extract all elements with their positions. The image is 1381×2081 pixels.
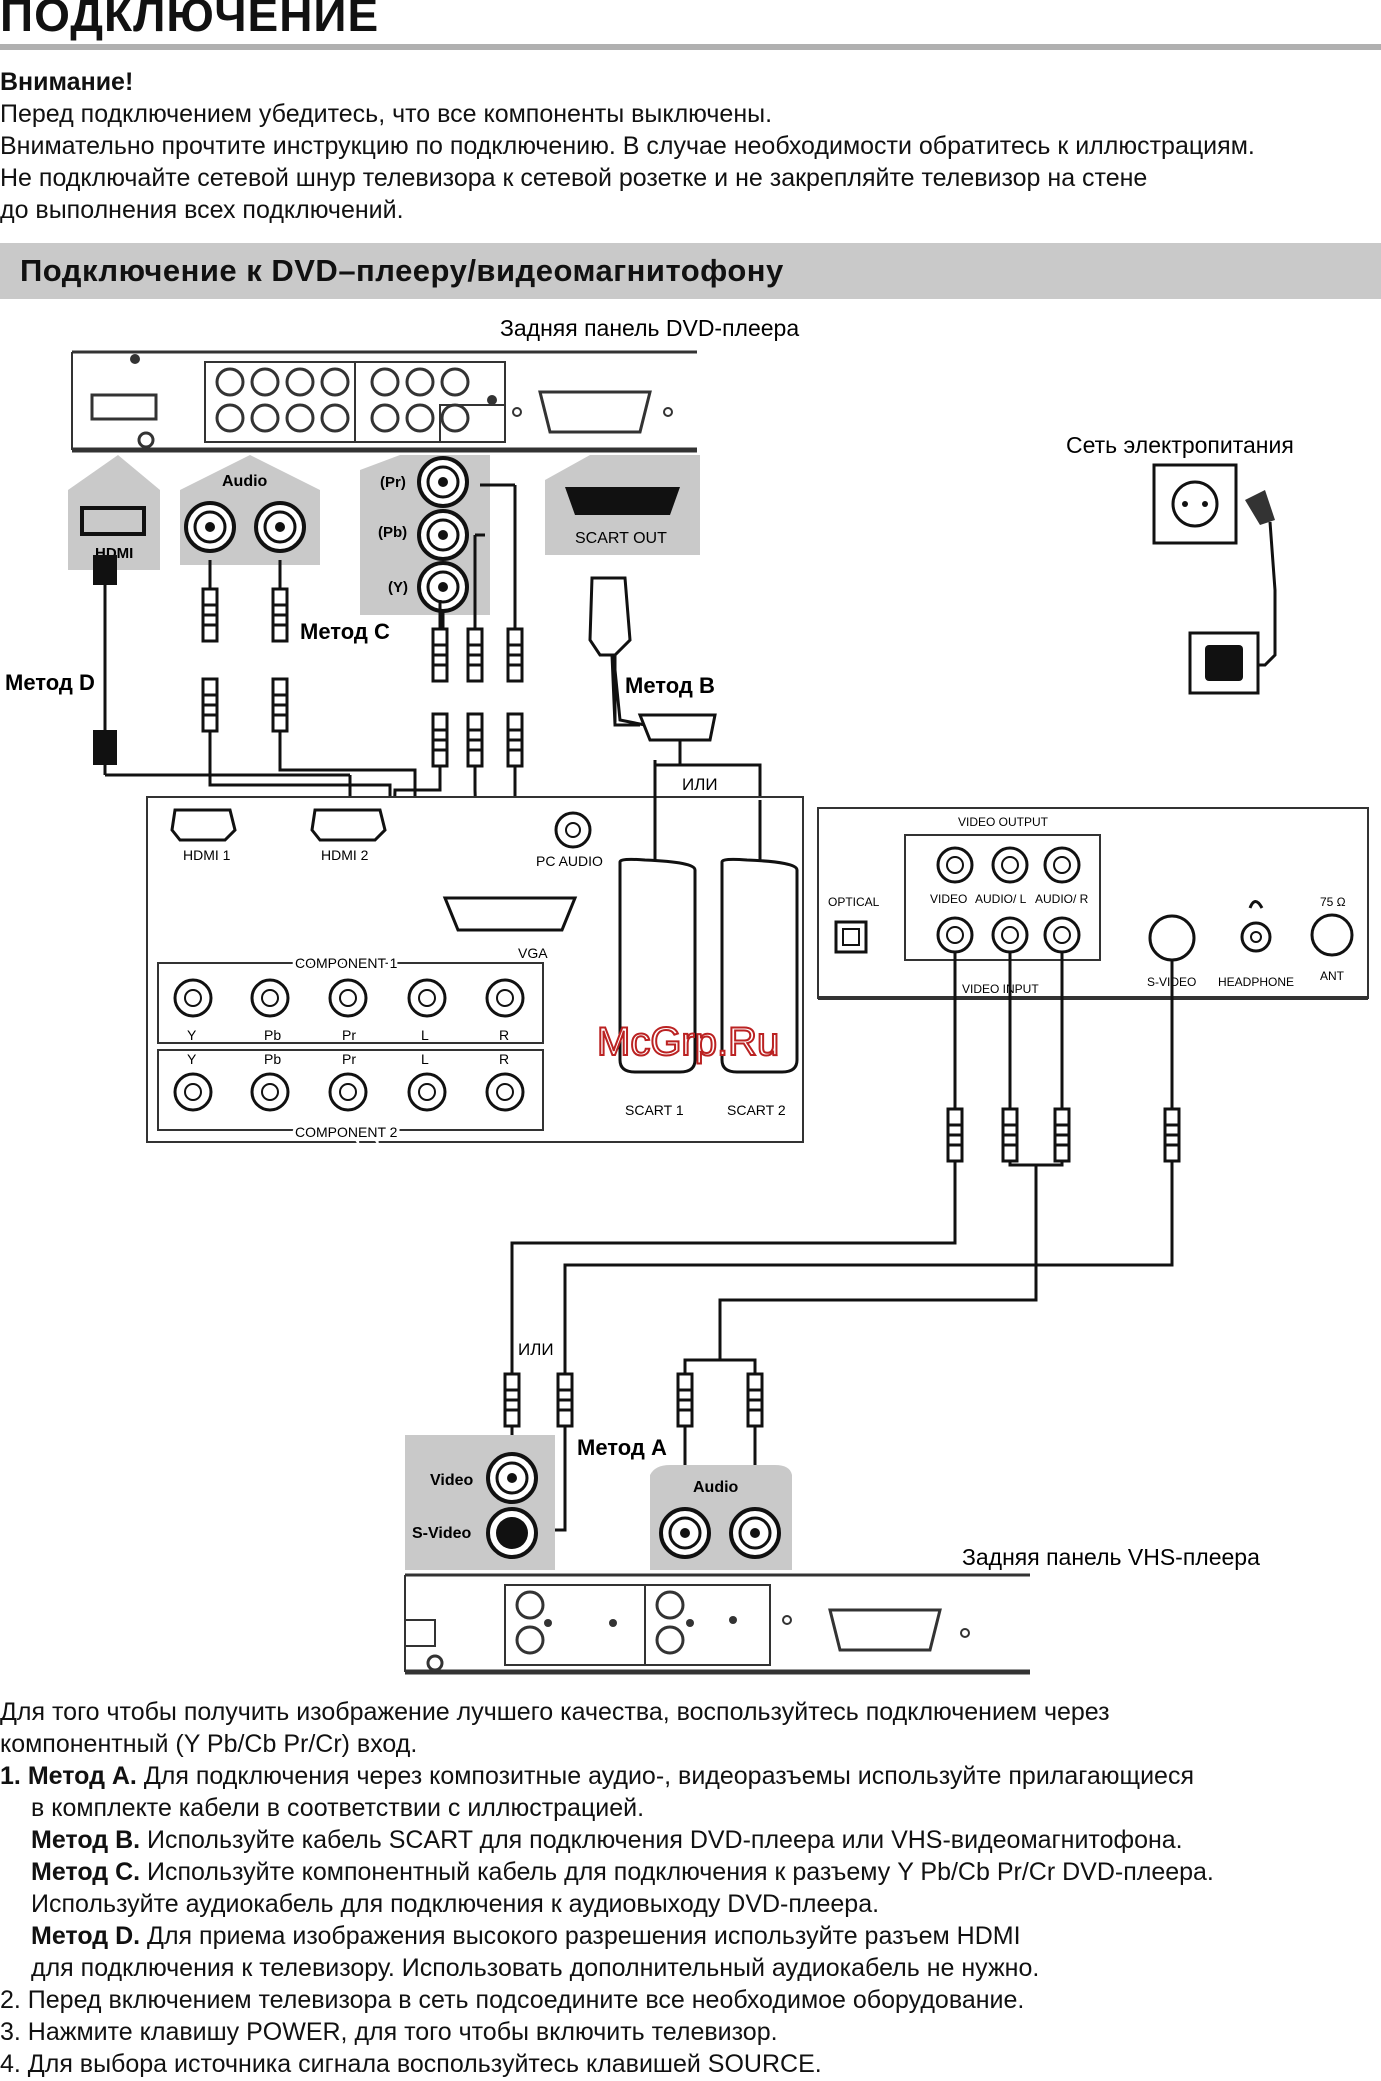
vhs-audio-label: Audio — [693, 1479, 739, 1496]
tv-video: VIDEO — [930, 892, 967, 906]
method-d-text-2: для подключения к телевизору. Использова… — [31, 1954, 1040, 1982]
method-a-line: 1. Метод A. Для подключения через композ… — [0, 1760, 1194, 1792]
comp2-label-y: Y — [187, 1051, 197, 1067]
or-label-bottom: ИЛИ — [518, 1340, 554, 1359]
title-rule — [0, 44, 1381, 50]
intro-line: Не подключайте сетевой шнур телевизора к… — [0, 164, 1148, 192]
method-d-label: Метод D — [5, 670, 95, 695]
comp2-jack-pr — [328, 1072, 368, 1112]
intro-line: Перед подключением убедитесь, что все ко… — [0, 100, 773, 128]
comp1-label-pb: Pb — [264, 1027, 281, 1043]
tv-optical: OPTICAL — [828, 895, 880, 909]
step-4: 4. Для выбора источника сигнала воспольз… — [0, 2050, 822, 2078]
watermark: McGrp.Ru — [597, 1020, 779, 1064]
method-c-line: Метод C. Используйте компонентный кабель… — [31, 1856, 1214, 1888]
comp1-jack-pr — [328, 978, 368, 1018]
intro-line: до выполнения всех подключений. — [0, 196, 404, 224]
comp2-jack-core — [496, 1083, 514, 1101]
method-d-line: Метод D. Для приема изображения высокого… — [31, 1920, 1021, 1952]
vhs-svideo-label: S-Video — [412, 1525, 472, 1542]
vhs-video-label: Video — [430, 1472, 474, 1489]
method-c-text: Используйте компонентный кабель для подк… — [140, 1858, 1214, 1886]
comp1-jack-core — [418, 989, 436, 1007]
comp1-jack-r — [485, 978, 525, 1018]
comp2-jack-core — [261, 1083, 279, 1101]
item1-num: 1. — [0, 1762, 21, 1790]
step-3: 3. Нажмите клавишу POWER, для того чтобы… — [0, 2018, 778, 2046]
comp2-jack-l — [407, 1072, 447, 1112]
comp2-jack-y — [173, 1072, 213, 1112]
comp1-jack-core — [184, 989, 202, 1007]
section-title: Подключение к DVD–плееру/видеомагнитофон… — [20, 253, 784, 288]
vhs-rear-panel — [404, 1573, 1030, 1675]
tv-scart2: SCART 2 — [727, 1102, 786, 1118]
pb-label: (Pb) — [378, 524, 407, 541]
comp2-jack-core — [418, 1083, 436, 1101]
tv-component1: COMPONENT 1 — [295, 955, 398, 971]
method-a-text-2: в комплекте кабели в соответствии с иллю… — [31, 1794, 645, 1822]
comp1-jack-core — [496, 989, 514, 1007]
method-d-title: Метод D. — [31, 1922, 141, 1950]
tv-hdmi2: HDMI 2 — [321, 847, 369, 863]
comp1-jack-core — [261, 989, 279, 1007]
comp1-label-pr: Pr — [342, 1027, 356, 1043]
tv-ant: ANT — [1320, 969, 1345, 983]
tv-video-input: VIDEO INPUT — [962, 982, 1039, 996]
y-label: (Y) — [388, 579, 408, 596]
comp1-jack-core — [339, 989, 357, 1007]
tv-hdmi1: HDMI 1 — [183, 847, 231, 863]
method-a-text: Для подключения через композитные аудио-… — [136, 1762, 1194, 1790]
comp2-label-r: R — [499, 1051, 509, 1067]
comp2-label-l: L — [421, 1051, 429, 1067]
comp1-label-r: R — [499, 1027, 509, 1043]
comp2-label-pr: Pr — [342, 1051, 356, 1067]
method-c-text-2: Используйте аудиокабель для подключения … — [31, 1890, 880, 1918]
scart-out-label: SCART OUT — [575, 530, 667, 547]
dvd-panel-caption: Задняя панель DVD-плеера — [500, 315, 799, 341]
dvd-rear-panel — [71, 350, 697, 453]
intro-line: Внимательно прочтите инструкцию по подкл… — [0, 132, 1255, 160]
page-title: ПОДКЛЮЧЕНИЕ — [0, 0, 380, 41]
step-2: 2. Перед включением телевизора в сеть по… — [0, 1986, 1025, 2014]
warning-heading: Внимание! — [0, 68, 134, 96]
bottom-intro-1: Для того чтобы получить изображение лучш… — [0, 1698, 1110, 1726]
tv-headphone: HEADPHONE — [1218, 975, 1294, 989]
vhs-panel-caption: Задняя панель VHS-плеера — [962, 1544, 1260, 1570]
tv-audio-r: AUDIO/ R — [1035, 892, 1089, 906]
method-b-label: Метод B — [625, 673, 715, 698]
method-b-line: Метод B. Используйте кабель SCART для по… — [31, 1824, 1183, 1856]
tv-scart1: SCART 1 — [625, 1102, 684, 1118]
comp1-label-y: Y — [187, 1027, 197, 1043]
audio-label: Audio — [222, 473, 268, 490]
power-caption: Сеть электропитания — [1066, 432, 1294, 458]
connection-diagram: Задняя панель DVD-плеера Сеть электропит… — [5, 315, 1369, 1675]
tv-vga: VGA — [518, 945, 548, 961]
tv-component2: COMPONENT 2 — [295, 1124, 398, 1140]
method-b-title: Метод B. — [31, 1826, 141, 1854]
method-b-text: Используйте кабель SCART для подключения… — [140, 1826, 1183, 1854]
method-c-title: Метод C. — [31, 1858, 141, 1886]
comp2-jack-core — [184, 1083, 202, 1101]
bottom-intro-2: компонентный (Y Pb/Cb Pr/Cr) вход. — [0, 1730, 418, 1758]
or-label-top: ИЛИ — [682, 775, 718, 794]
tv-ohm: 75 Ω — [1320, 895, 1346, 909]
comp1-jack-y — [173, 978, 213, 1018]
method-c-label: Метод C — [300, 619, 390, 644]
tv-video-output: VIDEO OUTPUT — [958, 815, 1049, 829]
comp1-jack-l — [407, 978, 447, 1018]
method-d-text: Для приема изображения высокого разрешен… — [140, 1922, 1021, 1950]
tv-audio-l: AUDIO/ L — [975, 892, 1027, 906]
comp2-jack-pb — [250, 1072, 290, 1112]
comp2-jack-r — [485, 1072, 525, 1112]
method-a-title: Метод A. — [27, 1762, 137, 1790]
comp2-jack-core — [339, 1083, 357, 1101]
comp2-label-pb: Pb — [264, 1051, 281, 1067]
pr-label: (Pr) — [380, 474, 406, 491]
comp1-label-l: L — [421, 1027, 429, 1043]
section-bar — [0, 243, 1381, 299]
method-a-label: Метод A — [577, 1435, 667, 1460]
tv-pc-audio: PC AUDIO — [536, 853, 603, 869]
comp1-jack-pb — [250, 978, 290, 1018]
